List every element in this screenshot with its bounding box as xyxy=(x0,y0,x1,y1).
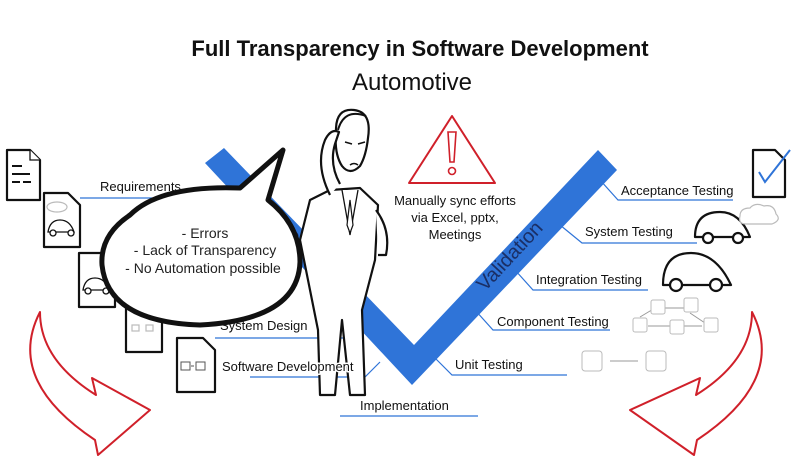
system-document-icon xyxy=(42,191,82,249)
confused-businessman-illustration xyxy=(298,108,389,397)
stage-implementation: Implementation xyxy=(360,398,449,413)
stage-unit-testing: Unit Testing xyxy=(455,357,523,372)
car-icon xyxy=(661,251,733,293)
bubble-line-3: - No Automation possible xyxy=(125,260,281,276)
software-document-icon xyxy=(175,336,217,394)
component-network-icon xyxy=(632,297,719,335)
right-cycle-arrow-icon xyxy=(629,311,763,456)
stage-integration-testing: Integration Testing xyxy=(536,272,642,287)
warning-line-1: Manually sync efforts xyxy=(394,193,516,208)
warning-line-3: Meetings xyxy=(429,227,482,242)
speech-bubble: - Errors - Lack of Transparency - No Aut… xyxy=(99,147,303,328)
subtitle: Automotive xyxy=(352,69,472,96)
left-cycle-arrow-icon xyxy=(29,311,151,456)
stage-acceptance-testing: Acceptance Testing xyxy=(621,183,734,198)
bubble-line-2: - Lack of Transparency xyxy=(134,242,276,258)
warning-line-2: via Excel, pptx, xyxy=(411,210,498,225)
bubble-line-1: - Errors xyxy=(182,225,229,241)
stage-software-development: Software Development xyxy=(222,359,354,374)
unit-database-icon xyxy=(581,350,667,372)
stage-system-testing: System Testing xyxy=(585,224,673,239)
connector-lines xyxy=(80,179,733,417)
requirements-document-icon xyxy=(5,148,42,202)
stage-component-testing: Component Testing xyxy=(497,314,609,329)
warning-triangle-icon xyxy=(408,115,496,184)
acceptance-checkmark-document-icon xyxy=(751,148,791,199)
car-cloud-icon xyxy=(693,203,779,245)
title: Full Transparency in Software Developmen… xyxy=(191,36,649,61)
stage-requirements: Requirements xyxy=(100,179,181,194)
